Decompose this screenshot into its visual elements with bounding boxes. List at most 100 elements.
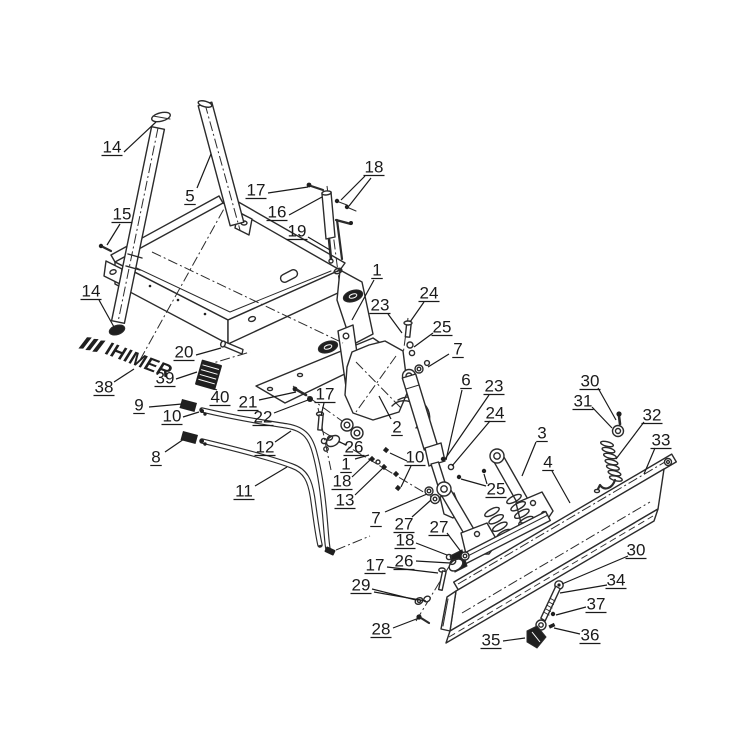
part-post-left (108, 111, 171, 336)
callout-25: 25 (460, 473, 507, 499)
svg-text:7: 7 (371, 509, 380, 528)
callout-2: 2 (378, 395, 403, 437)
post-foot-cap (108, 324, 126, 336)
svg-text:38: 38 (95, 378, 114, 397)
svg-text:19: 19 (288, 222, 307, 241)
callout-32: 32 (615, 406, 663, 460)
svg-text:35: 35 (482, 631, 501, 650)
callout-19: 19 (286, 222, 331, 251)
callout-29: 29 (350, 576, 427, 602)
callout-23: 23 (444, 377, 505, 460)
fastener-chain (315, 411, 400, 478)
callout-18: 18 (331, 459, 371, 491)
svg-text:16: 16 (268, 203, 287, 222)
svg-text:21: 21 (239, 393, 258, 412)
svg-text:27: 27 (395, 515, 414, 534)
hose-end-fitting (324, 546, 336, 556)
callout-30: 30 (579, 372, 617, 421)
callout-7: 7 (370, 493, 428, 528)
callout-9: 9 (133, 396, 183, 415)
callout-8: 8 (150, 438, 185, 467)
callout-12: 12 (254, 430, 292, 457)
callout-37: 37 (555, 595, 607, 616)
callout-24: 24 (409, 284, 440, 323)
callout-25: 25 (413, 318, 453, 348)
svg-text:10: 10 (406, 448, 425, 467)
cylinder-fasteners (382, 320, 487, 505)
svg-text:7: 7 (453, 340, 462, 359)
svg-text:28: 28 (372, 620, 391, 639)
svg-text:14: 14 (103, 138, 122, 157)
callout-27: 27 (393, 499, 432, 534)
svg-text:1: 1 (372, 261, 381, 280)
svg-text:22: 22 (254, 408, 273, 427)
callout-20: 20 (173, 343, 222, 362)
callout-15: 15 (106, 205, 133, 246)
part-pin-20 (219, 340, 244, 355)
callout-14: 14 (80, 282, 115, 328)
part-return-spring (593, 411, 625, 494)
callout-3: 3 (521, 424, 548, 477)
svg-text:31: 31 (574, 392, 593, 411)
svg-text:13: 13 (336, 491, 355, 510)
callout-4: 4 (542, 453, 571, 504)
callout-17: 17 (245, 181, 309, 200)
svg-text:27: 27 (430, 518, 449, 537)
svg-text:25: 25 (433, 318, 452, 337)
bolt-21-22 (292, 386, 313, 402)
callout-7: 7 (427, 340, 464, 368)
callout-38: 38 (93, 368, 135, 397)
callout-10: 10 (389, 448, 426, 488)
callout-21: 21 (237, 391, 297, 412)
callout-17: 17 (364, 556, 439, 575)
callout-22: 22 (252, 399, 309, 427)
bolt-15 (98, 243, 113, 253)
callout-33: 33 (643, 431, 672, 475)
svg-text:20: 20 (175, 343, 194, 362)
decal-plate-39-40 (195, 359, 222, 391)
svg-text:18: 18 (396, 531, 415, 550)
fitting-8 (180, 431, 198, 444)
svg-text:24: 24 (486, 404, 505, 423)
svg-text:4: 4 (543, 453, 552, 472)
svg-text:12: 12 (256, 438, 275, 457)
svg-text:24: 24 (420, 284, 439, 303)
svg-text:15: 15 (113, 205, 132, 224)
svg-text:29: 29 (352, 576, 371, 595)
callout-18: 18 (394, 531, 448, 556)
callout-16: 16 (266, 196, 323, 222)
callout-40: 40 (208, 386, 231, 407)
callout-34: 34 (559, 571, 627, 594)
callout-36: 36 (553, 626, 601, 645)
svg-text:39: 39 (156, 369, 175, 388)
part-post-right (197, 100, 245, 231)
svg-text:8: 8 (151, 448, 160, 467)
callout-30: 30 (561, 541, 647, 585)
svg-text:23: 23 (485, 377, 504, 396)
svg-text:14: 14 (82, 282, 101, 301)
callout-1: 1 (340, 454, 370, 474)
svg-text:40: 40 (211, 388, 230, 407)
svg-text:36: 36 (581, 626, 600, 645)
callout-24: 24 (451, 404, 506, 467)
svg-text:18: 18 (333, 472, 352, 491)
svg-text:26: 26 (395, 552, 414, 571)
callout-5: 5 (184, 153, 212, 206)
svg-text:1: 1 (341, 455, 350, 474)
svg-text:26: 26 (345, 438, 364, 457)
callout-10: 10 (161, 407, 200, 426)
svg-text:23: 23 (371, 296, 390, 315)
callout-39: 39 (154, 369, 198, 388)
svg-text:17: 17 (366, 556, 385, 575)
svg-text:30: 30 (627, 541, 646, 560)
svg-text:9: 9 (134, 396, 143, 415)
svg-text:6: 6 (461, 371, 470, 390)
callout-31: 31 (572, 392, 613, 429)
callout-18: 18 (340, 158, 385, 207)
callout-35: 35 (480, 631, 526, 650)
callout-27: 27 (428, 518, 463, 554)
svg-text:25: 25 (487, 480, 506, 499)
callout-1: 1 (351, 261, 383, 321)
